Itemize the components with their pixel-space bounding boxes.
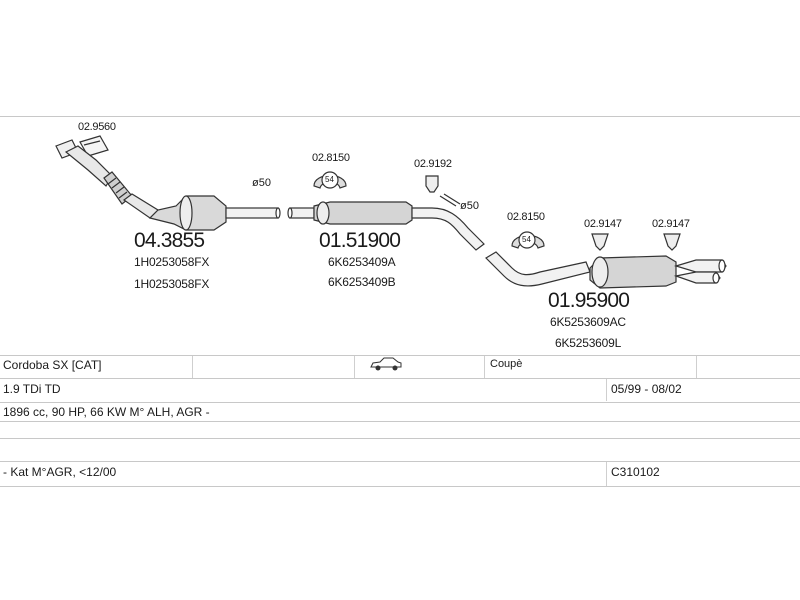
engine-specs: 1896 cc, 90 HP, 66 KW M° ALH, AGR - xyxy=(3,405,210,419)
rubber-mount-1 xyxy=(313,171,347,189)
hanger-3-number: 02.9147 xyxy=(652,218,690,230)
mount-2-badge: 54 xyxy=(522,235,531,244)
mount-2-number: 02.8150 xyxy=(507,211,545,223)
mount-1-badge: 54 xyxy=(325,175,334,184)
middle-part-number: 01.51900 xyxy=(319,229,401,252)
catalytic-converter xyxy=(148,195,281,231)
engine: 1.9 TDi TD xyxy=(3,382,61,396)
exhaust-diagram xyxy=(55,135,727,289)
middle-silencer xyxy=(287,201,485,251)
body-type: Coupè xyxy=(490,358,523,370)
front-clamp xyxy=(79,135,109,157)
hanger-1 xyxy=(425,175,461,207)
table-line-6 xyxy=(0,486,800,487)
catalyst-oem-1: 1H0253058FX xyxy=(134,255,210,269)
diameter-label-1: ø50 xyxy=(252,177,271,189)
vehicle-row-note: - Kat M°AGR, <12/00 C310102 xyxy=(0,462,800,486)
table-line-5 xyxy=(0,461,800,462)
rear-silencer xyxy=(485,251,727,289)
vehicle-row-specs: 1896 cc, 90 HP, 66 KW M° ALH, AGR - xyxy=(0,403,800,421)
middle-oem-1: 6K6253409A xyxy=(328,255,396,269)
car-icon xyxy=(366,356,406,378)
hanger-2 xyxy=(591,233,609,251)
divider xyxy=(606,379,607,401)
table-line-3 xyxy=(0,421,800,422)
catalyst-part-number: 04.3855 xyxy=(134,229,205,252)
production-years: 05/99 - 08/02 xyxy=(611,382,682,396)
hanger-2-number: 02.9147 xyxy=(584,218,622,230)
front-pipe xyxy=(64,145,159,219)
rear-part-number: 01.95900 xyxy=(548,289,630,312)
rubber-mount-2 xyxy=(511,231,545,249)
divider xyxy=(606,462,607,486)
middle-oem-2: 6K6253409B xyxy=(328,275,396,289)
divider xyxy=(484,356,485,378)
catalyst-oem-2: 1H0253058FX xyxy=(134,277,210,291)
divider xyxy=(192,356,193,378)
vehicle-row-model: Cordoba SX [CAT] Coupè xyxy=(0,356,800,378)
frame-top-line xyxy=(0,116,800,117)
clamp-front-number: 02.9560 xyxy=(78,121,116,133)
vehicle-row-engine: 1.9 TDi TD 05/99 - 08/02 xyxy=(0,379,800,401)
catalyst-note: - Kat M°AGR, <12/00 xyxy=(3,465,117,479)
hanger-3 xyxy=(663,233,681,251)
vehicle-code: C310102 xyxy=(611,465,660,479)
diameter-label-2: ø50 xyxy=(460,200,479,212)
table-line-2 xyxy=(0,402,800,403)
vehicle-model: Cordoba SX [CAT] xyxy=(3,358,102,372)
hanger-1-number: 02.9192 xyxy=(414,158,452,170)
table-line-0 xyxy=(0,355,800,356)
divider xyxy=(696,356,697,378)
mount-1-number: 02.8150 xyxy=(312,152,350,164)
table-line-1 xyxy=(0,378,800,379)
divider xyxy=(354,356,355,378)
rear-oem-2: 6K5253609L xyxy=(555,336,622,350)
rear-oem-1: 6K5253609AC xyxy=(550,315,626,329)
table-line-4 xyxy=(0,438,800,439)
